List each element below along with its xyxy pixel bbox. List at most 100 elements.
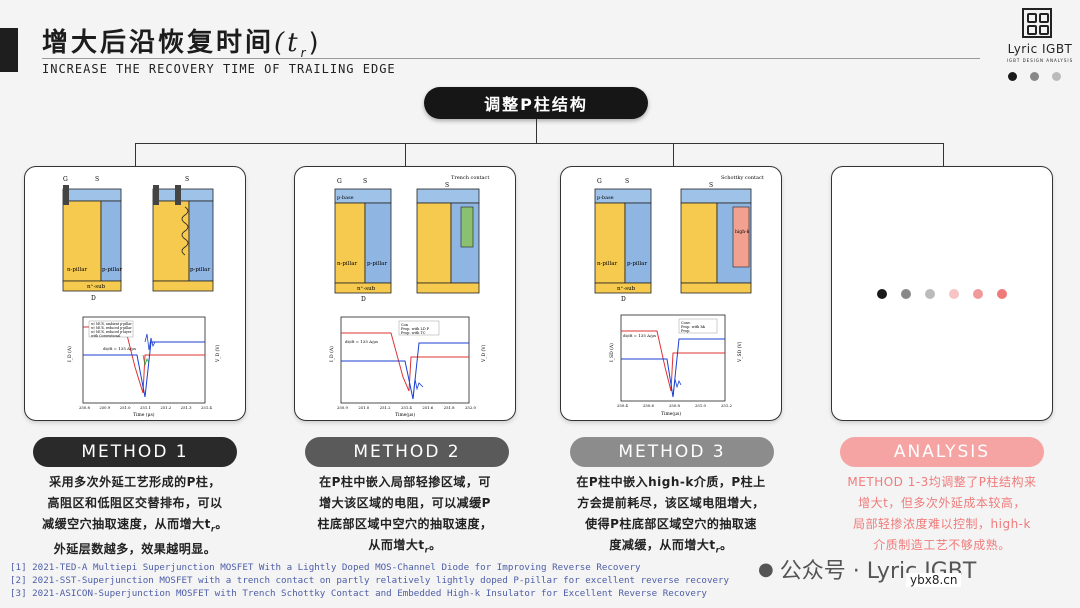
fig3-label-g: G xyxy=(597,178,602,185)
x-tick-label: 251.3 xyxy=(181,405,192,410)
fig3-label-pbase: p-base xyxy=(597,195,614,201)
fig3-waveform-plot: Conv. Prop. with hk Prop. di/dt = 135 A/… xyxy=(608,314,743,417)
fig1-y2label: V_D (V) xyxy=(214,344,221,363)
tree-connector xyxy=(536,119,537,143)
fig3-xlabel: Time(μs) xyxy=(661,410,681,417)
root-node: 调整P柱结构 xyxy=(424,87,648,119)
fig3-annotation: di/dt = 135 A/μs xyxy=(623,333,656,338)
fig2-label-g: G xyxy=(337,178,342,185)
analysis-dot xyxy=(949,289,959,299)
fig1-legend: w/ MUS, reduced p-layer xyxy=(91,330,132,334)
fig3-legend: Prop. with hk xyxy=(681,325,706,329)
fig3-y2label: V_SD (V) xyxy=(736,341,743,363)
desc-line: METHOD 1-3均调整了P柱结构来 xyxy=(847,475,1037,489)
fig1-label-ppillar2: p-pillar xyxy=(190,267,210,273)
method-2-figure: G S Trench contact S p-base n-pillar p-p… xyxy=(328,175,489,418)
desc-line: 增大t，但多次外延成本较高， xyxy=(858,496,1026,510)
fig3-label-s: S xyxy=(625,178,629,185)
fig1-legend: w/ MUS, ambient p-pillar xyxy=(91,322,132,326)
fig3-label-schottky: Schottky contact xyxy=(721,175,764,181)
x-tick-label: 250.8 xyxy=(669,403,680,408)
desc-line: 外延层数越多，效果越明显。 xyxy=(53,542,217,557)
page-subtitle: INCREASE THE RECOVERY TIME OF TRAILING E… xyxy=(42,62,396,76)
method-1-description: 采用多次外延工艺形成的P柱， 高阻区和低阻区交替排布，可以 减缓空穴抽取速度，从… xyxy=(24,472,246,560)
method-3-label: METHOD 3 xyxy=(570,437,774,467)
x-tick-label: 251.4 xyxy=(401,405,412,410)
x-tick-label: 250.4 xyxy=(617,403,628,408)
fig1-waveform-plot: w/ MUS, ambient p-pillar w/ MUS, reduced… xyxy=(66,316,221,418)
fig2-label-sub: n⁺-sub xyxy=(357,286,376,292)
x-tick-label: 251.1 xyxy=(140,405,151,410)
fig2-label-s2: S xyxy=(445,182,449,189)
tree-connector xyxy=(943,143,944,166)
fig1-label-s: S xyxy=(95,176,99,183)
x-tick-label: 251.0 xyxy=(120,405,131,410)
x-tick-label: 251.8 xyxy=(444,405,455,410)
site-watermark: ybx8.cn xyxy=(906,573,962,587)
method-3-description: 在P柱中嵌入high-k介质，P柱上 方会提前耗尽，该区域电阻增大， 使得P柱底… xyxy=(560,472,782,560)
fig3-label-s2: S xyxy=(709,182,713,189)
x-tick-label: 251.6 xyxy=(422,405,433,410)
tree-connector xyxy=(405,143,406,166)
fig3-label-highk: high-k xyxy=(735,229,750,235)
desc-line: 柱底部区域中空穴的抽取速度， xyxy=(317,517,493,531)
desc-line: 增大该区域的电阻，可以减缓P xyxy=(319,496,491,510)
fig1-label-ppillar: p-pillar xyxy=(102,267,122,273)
fig1-label-g: G xyxy=(63,176,68,183)
method-3-figure: G S Schottky contact S p-base n-pillar p… xyxy=(594,175,764,417)
desc-line: 介质制造工艺不够成熟。 xyxy=(873,538,1011,552)
fig1-annotation: di/dt = 135 A/μs xyxy=(103,346,136,351)
fig1-label-npillar: n-pillar xyxy=(67,267,87,273)
fig3-label-ppillar: p-pillar xyxy=(627,261,647,267)
title-accent-bar xyxy=(0,28,18,72)
fig3-label-npillar: n-pillar xyxy=(597,261,617,267)
fig1-ylabel: I_D (A) xyxy=(66,346,73,362)
fig2-legend: Prop. with LD P xyxy=(401,327,430,331)
reference-2: [2] 2021-SST-Superjunction MOSFET with a… xyxy=(10,575,730,586)
analysis-card xyxy=(831,166,1053,421)
method-2-label: METHOD 2 xyxy=(305,437,509,467)
fig2-annotation: di/dt = 135 A/μs xyxy=(345,339,378,344)
fig2-label-ppillar: p-pillar xyxy=(367,261,387,267)
fig2-label-npillar: n-pillar xyxy=(337,261,357,267)
logo-dot xyxy=(1052,72,1061,81)
method-1-label: METHOD 1 xyxy=(33,437,237,467)
desc-line: 使得P柱底部区域空穴的抽取速 xyxy=(585,517,757,531)
method-2-figure-card: G S Trench contact S p-base n-pillar p-p… xyxy=(294,166,516,421)
analysis-dot xyxy=(973,289,983,299)
x-tick-label: 252.0 xyxy=(465,405,476,410)
method-3-figure-card: G S Schottky contact S p-base n-pillar p… xyxy=(560,166,782,421)
analysis-dot xyxy=(925,289,935,299)
x-tick-label: 250.9 xyxy=(99,405,110,410)
desc-line: 在P柱中嵌入high-k介质，P柱上 xyxy=(576,475,766,489)
logo-dot xyxy=(1008,72,1017,81)
x-tick-label: 251.0 xyxy=(358,405,369,410)
x-tick-label: 250.9 xyxy=(337,405,348,410)
desc-line: 在P柱中嵌入局部轻掺区域，可 xyxy=(319,475,491,489)
logo-dots xyxy=(1008,66,1074,85)
fig3-ylabel: I_SD (A) xyxy=(608,343,615,362)
fig1-legend: with Conventional xyxy=(91,334,120,338)
x-tick-label: 250.6 xyxy=(643,403,654,408)
logo-name: Lyric IGBT xyxy=(1007,42,1073,56)
fig3-label-d: D xyxy=(621,296,626,303)
fig2-label-d: D xyxy=(361,296,366,303)
analysis-dot xyxy=(877,289,887,299)
x-tick-label: 251.4 xyxy=(201,405,212,410)
brand-logo: Lyric IGBT IGBT DESIGN ANALYSIS xyxy=(1000,6,1080,86)
fig2-label-s: S xyxy=(363,178,367,185)
fig2-label-trench: Trench contact xyxy=(451,175,489,181)
fig3-legend: Prop. xyxy=(681,329,691,333)
wechat-icon: ● xyxy=(758,558,774,580)
logo-tagline: IGBT DESIGN ANALYSIS xyxy=(1006,58,1074,63)
fig3-legend: Conv. xyxy=(681,321,691,325)
analysis-description: METHOD 1-3均调整了P柱结构来 增大t，但多次外延成本较高， 局部轻掺浓… xyxy=(831,472,1053,556)
tree-connector xyxy=(673,143,674,166)
desc-line: 从而增大tr。 xyxy=(368,538,442,555)
fig2-xlabel: Time(μs) xyxy=(395,411,415,418)
method-1-figure: G S S n-pillar p-pillar n⁺-sub D p-pilla… xyxy=(62,176,221,418)
fig2-legend: Prop. with TC xyxy=(401,331,426,335)
logo-dot xyxy=(1030,72,1039,81)
x-tick-label: 251.2 xyxy=(721,403,732,408)
desc-line: 局部轻掺浓度难以控制，high-k xyxy=(853,517,1031,531)
